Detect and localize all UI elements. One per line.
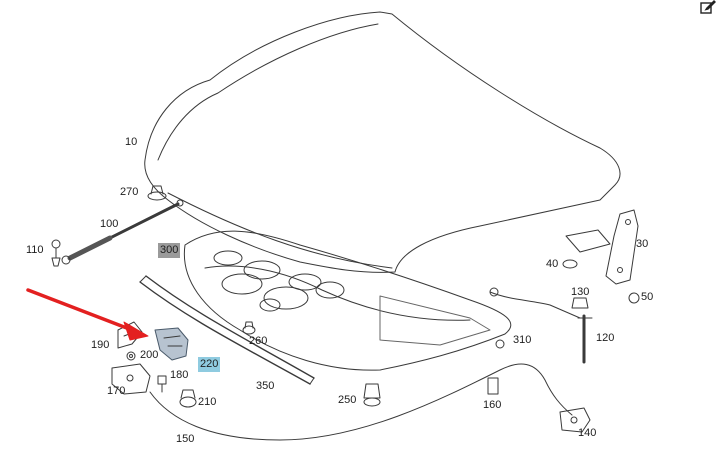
callout-150: 150 (176, 433, 195, 445)
callout-170: 170 (107, 385, 126, 397)
part-260-bumper (242, 321, 256, 335)
gas-strut (61, 199, 184, 265)
part-270-bumper (147, 185, 167, 201)
part-210-buffer (179, 389, 197, 408)
callout-140: 140 (578, 427, 597, 439)
part-170-lock (111, 363, 151, 395)
part-160-clip (487, 377, 499, 395)
callout-220-highlighted: 220 (198, 357, 221, 372)
edit-icon[interactable] (700, 0, 716, 14)
part-180-screw (157, 375, 167, 393)
callout-120: 120 (596, 332, 615, 344)
part-130-nut (571, 297, 589, 309)
seal-strip (139, 275, 315, 385)
hood-panel (144, 11, 621, 273)
callout-180: 180 (170, 369, 189, 381)
callout-130: 130 (571, 286, 590, 298)
callout-10: 10 (125, 136, 138, 148)
callout-300-highlighted: 300 (158, 243, 181, 258)
callout-210: 210 (198, 396, 217, 408)
hood-inner-frame (183, 230, 512, 371)
callout-270: 270 (120, 186, 139, 198)
part-310-clip (495, 339, 505, 349)
part-150-cable (149, 363, 573, 441)
part-200-nut (126, 351, 136, 361)
red-pointer-arrow (26, 288, 149, 341)
part-110-ballstud (51, 239, 61, 267)
callout-40: 40 (546, 258, 559, 270)
part-250-buffer (363, 383, 381, 407)
callout-310: 310 (513, 334, 532, 346)
part-50-bolt (628, 292, 640, 304)
part-220-latch-highlighted (154, 327, 189, 361)
callout-100: 100 (100, 218, 119, 230)
callout-50: 50 (641, 291, 654, 303)
part-40-nut (562, 259, 578, 269)
callout-250: 250 (338, 394, 357, 406)
callout-260: 260 (249, 335, 268, 347)
part-30-hinge (565, 209, 639, 285)
callout-110: 110 (26, 244, 44, 256)
callout-30: 30 (636, 238, 649, 250)
callout-200: 200 (140, 349, 159, 361)
callout-350: 350 (256, 380, 275, 392)
callout-190: 190 (91, 339, 110, 351)
part-140-catch (559, 407, 591, 433)
part-120-rod (489, 287, 593, 364)
callout-160: 160 (483, 399, 502, 411)
